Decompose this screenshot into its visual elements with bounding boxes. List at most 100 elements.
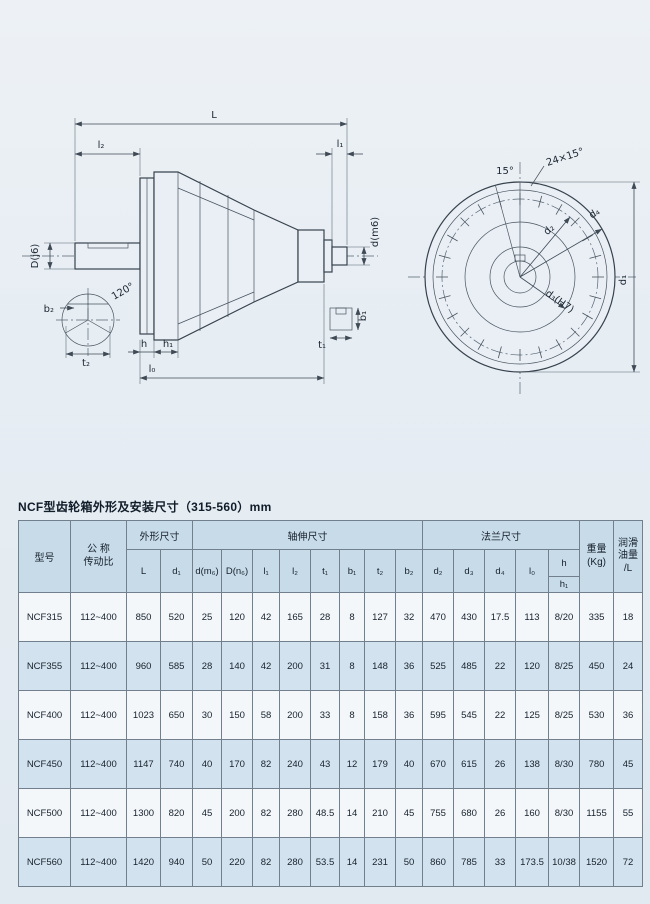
gearbox-drawing: D(j6) L l₂ <box>22 110 640 394</box>
col-header-oil: 润滑 油量 /L <box>613 520 644 593</box>
value-cell: 55 <box>613 788 644 838</box>
key-section-detail <box>329 307 353 331</box>
value-cell: 36 <box>613 690 644 740</box>
value-cell: 25 <box>192 592 222 642</box>
ratio-cell: 112~400 <box>70 788 127 838</box>
model-cell: NCF560 <box>18 837 71 887</box>
value-cell: 8/25 <box>547 641 581 691</box>
col-header-b2: b₂ <box>395 549 423 593</box>
input-shaft-keyway <box>87 242 129 249</box>
value-cell: 33 <box>484 837 516 887</box>
value-cell: 42 <box>252 641 280 691</box>
value-cell: 33 <box>310 690 340 740</box>
col-header-b1: b₁ <box>339 549 365 593</box>
value-cell: 14 <box>339 788 365 838</box>
value-cell: 585 <box>160 641 193 691</box>
value-cell: 150 <box>221 690 253 740</box>
value-cell: 72 <box>613 837 644 887</box>
value-cell: 430 <box>453 592 485 642</box>
value-cell: 200 <box>279 641 311 691</box>
page-title: NCF型齿轮箱外形及安装尺寸（315-560）mm <box>18 500 272 514</box>
value-cell: 1023 <box>126 690 161 740</box>
col-header-d1: d₁ <box>160 549 193 593</box>
output-shaft <box>331 246 348 266</box>
value-cell: 120 <box>515 641 549 691</box>
value-cell: 525 <box>422 641 454 691</box>
col-header-weight: 重量 (Kg) <box>579 520 615 593</box>
value-cell: 545 <box>453 690 485 740</box>
value-cell: 31 <box>310 641 340 691</box>
value-cell: 40 <box>395 739 423 789</box>
col-header-t1: t₁ <box>310 549 340 593</box>
model-cell: NCF500 <box>18 788 71 838</box>
dim-label-h: h <box>141 339 147 350</box>
col-header-l2: l₂ <box>279 549 311 593</box>
value-cell: 40 <box>192 739 222 789</box>
value-cell: 210 <box>364 788 396 838</box>
value-cell: 22 <box>484 641 516 691</box>
value-cell: 127 <box>364 592 396 642</box>
value-cell: 470 <box>422 592 454 642</box>
rear-housing <box>297 229 325 283</box>
value-cell: 280 <box>279 837 311 887</box>
col-header-model: 型号 <box>18 520 71 593</box>
value-cell: 450 <box>579 641 615 691</box>
group-header-overall: 外形尺寸 <box>126 520 193 550</box>
value-cell: 14 <box>339 837 365 887</box>
technical-drawing: D(j6) L l₂ <box>0 62 650 494</box>
ratio-cell: 112~400 <box>70 837 127 887</box>
value-cell: 58 <box>252 690 280 740</box>
value-cell: 485 <box>453 641 485 691</box>
value-cell: 179 <box>364 739 396 789</box>
value-cell: 82 <box>252 739 280 789</box>
value-cell: 17.5 <box>484 592 516 642</box>
model-cell: NCF450 <box>18 739 71 789</box>
dim-label-L: L <box>211 110 217 121</box>
dim-label-Dj6: D(j6) <box>30 244 41 269</box>
ratio-cell: 112~400 <box>70 690 127 740</box>
value-cell: 82 <box>252 837 280 887</box>
value-cell: 960 <box>126 641 161 691</box>
col-header-d3: d₃ <box>453 549 485 593</box>
value-cell: 10/38 <box>547 837 581 887</box>
value-cell: 780 <box>579 739 615 789</box>
value-cell: 740 <box>160 739 193 789</box>
value-cell: 12 <box>339 739 365 789</box>
value-cell: 650 <box>160 690 193 740</box>
value-cell: 24 <box>613 641 644 691</box>
dim-label-b1: b₁ <box>358 311 369 321</box>
value-cell: 940 <box>160 837 193 887</box>
value-cell: 200 <box>221 788 253 838</box>
value-cell: 45 <box>192 788 222 838</box>
value-cell: 8 <box>339 641 365 691</box>
value-cell: 785 <box>453 837 485 887</box>
value-cell: 125 <box>515 690 549 740</box>
value-cell: 36 <box>395 690 423 740</box>
dimension-table: 型号 公 称 传动比 外形尺寸 轴伸尺寸 法兰尺寸 重量 (Kg) 润滑 油量 … <box>18 520 644 887</box>
col-header-d2: d₂ <box>422 549 454 593</box>
rear-cap <box>323 239 333 273</box>
value-cell: 120 <box>221 592 253 642</box>
value-cell: 42 <box>252 592 280 642</box>
value-cell: 82 <box>252 788 280 838</box>
model-cell: NCF355 <box>18 641 71 691</box>
col-header-l0: l₀ <box>515 549 549 593</box>
value-cell: 231 <box>364 837 396 887</box>
ratio-cell: 112~400 <box>70 641 127 691</box>
value-cell: 160 <box>515 788 549 838</box>
value-cell: 138 <box>515 739 549 789</box>
value-cell: 680 <box>453 788 485 838</box>
value-cell: 220 <box>221 837 253 887</box>
value-cell: 530 <box>579 690 615 740</box>
dim-label-120: 120° <box>110 281 136 303</box>
value-cell: 850 <box>126 592 161 642</box>
value-cell: 670 <box>422 739 454 789</box>
dim-label-l0: l₀ <box>149 364 156 375</box>
dim-label-t2: t₂ <box>82 358 90 369</box>
value-cell: 280 <box>279 788 311 838</box>
